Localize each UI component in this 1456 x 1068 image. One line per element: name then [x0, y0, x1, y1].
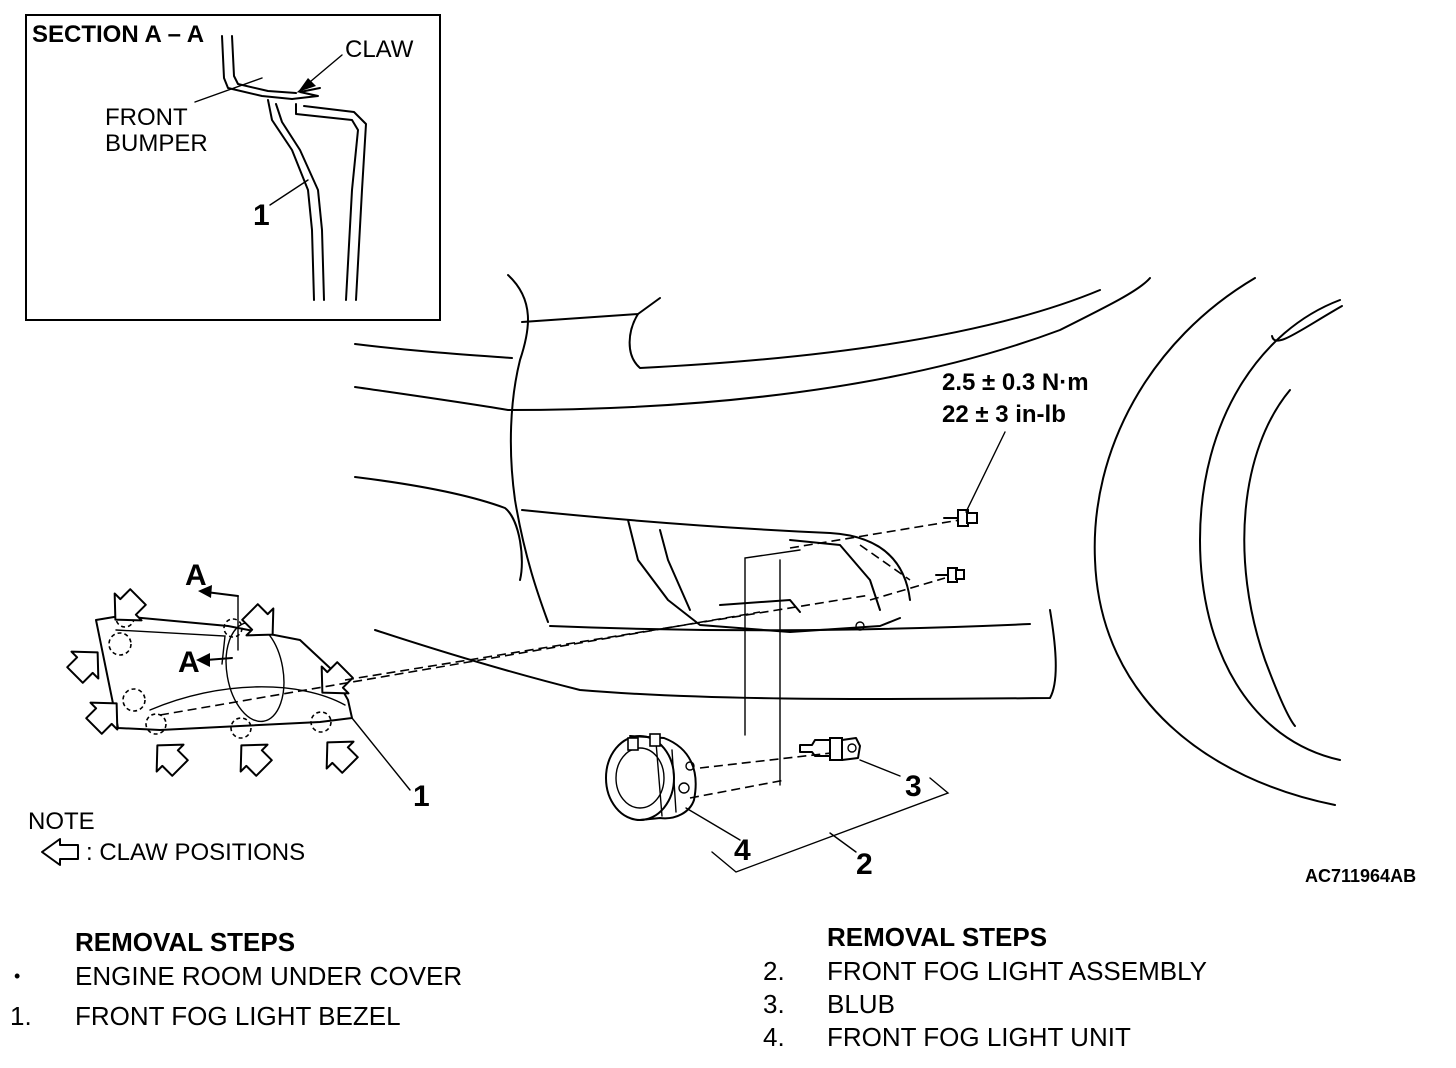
callout-bulb: 3 — [905, 770, 922, 803]
claw-arrows — [66, 588, 359, 777]
fog-light-unit — [605, 733, 697, 821]
mounting-bolt — [943, 509, 978, 527]
callout-bezel: 1 — [413, 780, 430, 813]
step-marker: 1. — [10, 1001, 32, 1031]
step-text: ENGINE ROOM UNDER COVER — [75, 961, 462, 991]
step-text: FRONT FOG LIGHT ASSEMBLY — [827, 956, 1207, 986]
removal-steps-left: REMOVAL STEPS • ENGINE ROOM UNDER COVER … — [10, 927, 462, 1031]
figure-code: AC711964AB — [1305, 866, 1416, 886]
removal-steps-heading: REMOVAL STEPS — [827, 922, 1047, 952]
step-text: FRONT FOG LIGHT BEZEL — [75, 1001, 401, 1031]
callout-assembly: 2 — [856, 848, 873, 881]
installation-lines — [159, 519, 961, 799]
mounting-bolt — [935, 567, 965, 583]
step-marker: 3. — [763, 989, 785, 1019]
removal-steps-right: REMOVAL STEPS 2. FRONT FOG LIGHT ASSEMBL… — [763, 922, 1207, 1052]
claw-arrow-icon — [155, 743, 189, 777]
claw-arrow-icon — [85, 701, 119, 735]
fog-light-bulb — [799, 737, 861, 761]
callout-leaders — [351, 717, 950, 873]
claw-arrow-icon — [325, 740, 359, 774]
claw-arrow-icon — [239, 743, 273, 777]
note-title: NOTE — [28, 808, 95, 835]
torque-metric: 2.5 ± 0.3 N·m — [942, 369, 1089, 396]
claw-legend-arrow-icon — [41, 838, 79, 866]
claw-arrow-icon — [320, 661, 354, 695]
claw-arrow-icon — [66, 650, 100, 684]
claw-label: CLAW — [345, 36, 414, 63]
step-marker: • — [14, 966, 20, 986]
section-title: SECTION A – A — [32, 21, 204, 48]
section-marker-a-bottom: A — [178, 646, 200, 679]
section-marker-a-top: A — [185, 559, 207, 592]
step-marker: 2. — [763, 956, 785, 986]
torque-imperial: 22 ± 3 in-lb — [942, 401, 1066, 428]
note-legend: NOTE : CLAW POSITIONS — [28, 808, 305, 866]
removal-steps-heading: REMOVAL STEPS — [75, 927, 295, 957]
step-text: FRONT FOG LIGHT UNIT — [827, 1022, 1131, 1052]
section-a-a-inset: SECTION A – A CLAW FRONT BUMPER 1 — [25, 14, 441, 321]
front-label: FRONT — [105, 104, 188, 131]
claw-arrow-icon — [241, 603, 275, 637]
step-text: BLUB — [827, 989, 895, 1019]
note-legend-text: : CLAW POSITIONS — [86, 839, 305, 866]
bumper-section-profile — [221, 35, 367, 301]
vehicle-front-corner — [354, 274, 1343, 806]
fog-light-bezel: A A — [95, 559, 353, 739]
callout-unit: 4 — [734, 834, 751, 867]
section-part-1-label: 1 — [253, 199, 270, 232]
bumper-label: BUMPER — [105, 130, 208, 157]
claw-arrow-icon — [113, 588, 147, 622]
step-marker: 4. — [763, 1022, 785, 1052]
